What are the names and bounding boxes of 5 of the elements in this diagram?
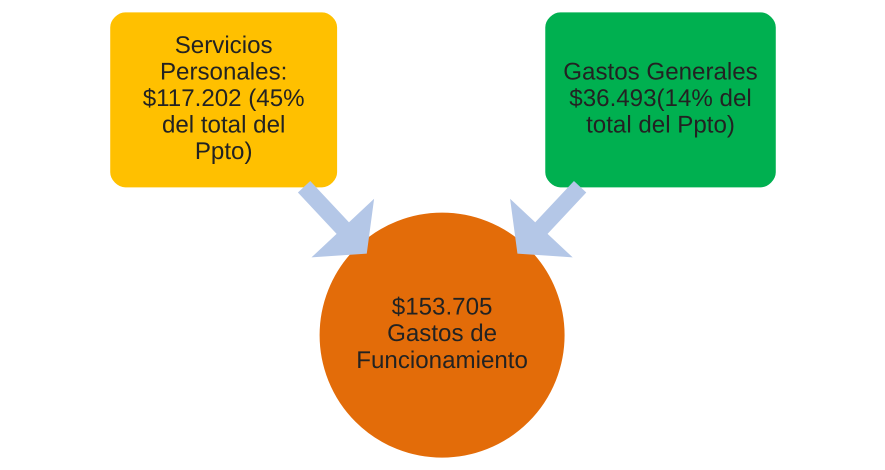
arrow	[510, 181, 586, 258]
node-box: Servicios Personales: $117.202 (45% del total del Ppto)	[110, 12, 337, 188]
node-box: Gastos Generales $36.493(14% del total del Ppto)	[544, 12, 776, 188]
node-circle: $153.705 Gastos de Funcionamiento	[319, 212, 564, 458]
arrow	[297, 181, 374, 258]
